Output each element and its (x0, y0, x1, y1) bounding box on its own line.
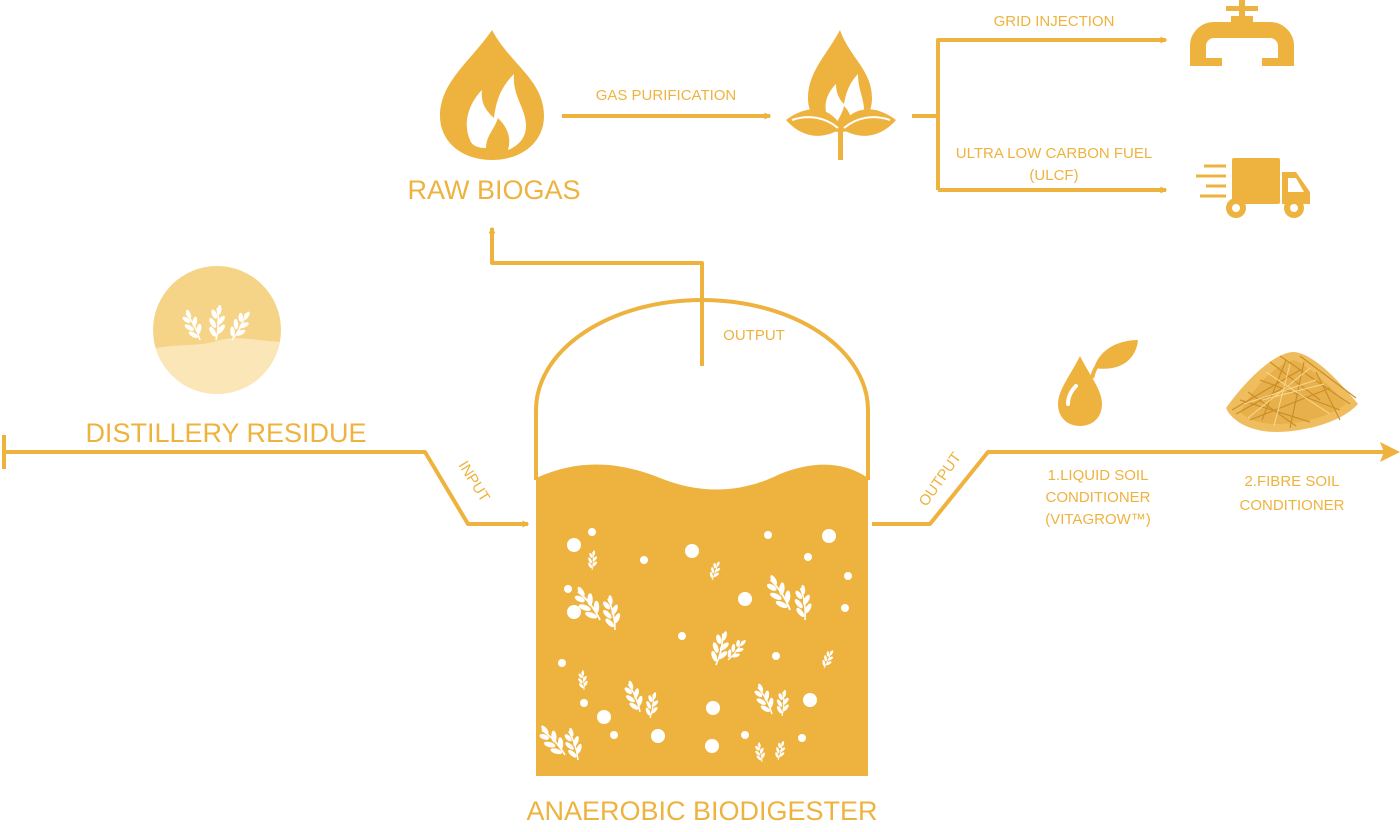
raw-biogas-label: RAW BIOGAS (407, 175, 580, 205)
output-right-label: OUTPUT (916, 449, 965, 509)
liquid-conditioner-line2: CONDITIONER (1046, 489, 1151, 506)
fibre-conditioner-line1: 2.FIBRE SOIL (1244, 473, 1339, 490)
liquid-conditioner-line3: (VITAGROW™) (1045, 511, 1151, 528)
tank-bubbles (558, 528, 852, 753)
delivery-truck-icon (1196, 158, 1310, 218)
ulcf-label-line1: ULTRA LOW CARBON FUEL (956, 145, 1152, 162)
fibre-conditioner-line2: CONDITIONER (1240, 497, 1345, 514)
anaerobic-biodigester-label: ANAEROBIC BIODIGESTER (526, 796, 877, 826)
gas-purification-label: GAS PURIFICATION (596, 87, 737, 104)
grid-injection-label: GRID INJECTION (994, 13, 1115, 30)
biogas-output-connector (488, 226, 704, 366)
wheat-circle-icon (153, 266, 281, 394)
input-label: INPUT (455, 458, 493, 505)
oil-drop-leaf-icon (1058, 340, 1138, 426)
pipe-valve-icon (1190, 0, 1294, 66)
liquid-conditioner-line1: 1.LIQUID SOIL (1048, 467, 1149, 484)
purified-gas-branch (912, 36, 1168, 194)
distillery-residue-label: DISTILLERY RESIDUE (85, 418, 366, 448)
output-top-label: OUTPUT (723, 327, 785, 344)
ulcf-label-line2: (ULCF) (1029, 167, 1078, 184)
input-connector (2, 435, 530, 528)
leaf-flame-icon (786, 30, 896, 160)
fibre-pile-icon (1226, 352, 1358, 432)
biodigester-tank (531, 298, 870, 776)
conditioner-output-connector (872, 442, 1400, 526)
flame-icon (440, 30, 544, 160)
